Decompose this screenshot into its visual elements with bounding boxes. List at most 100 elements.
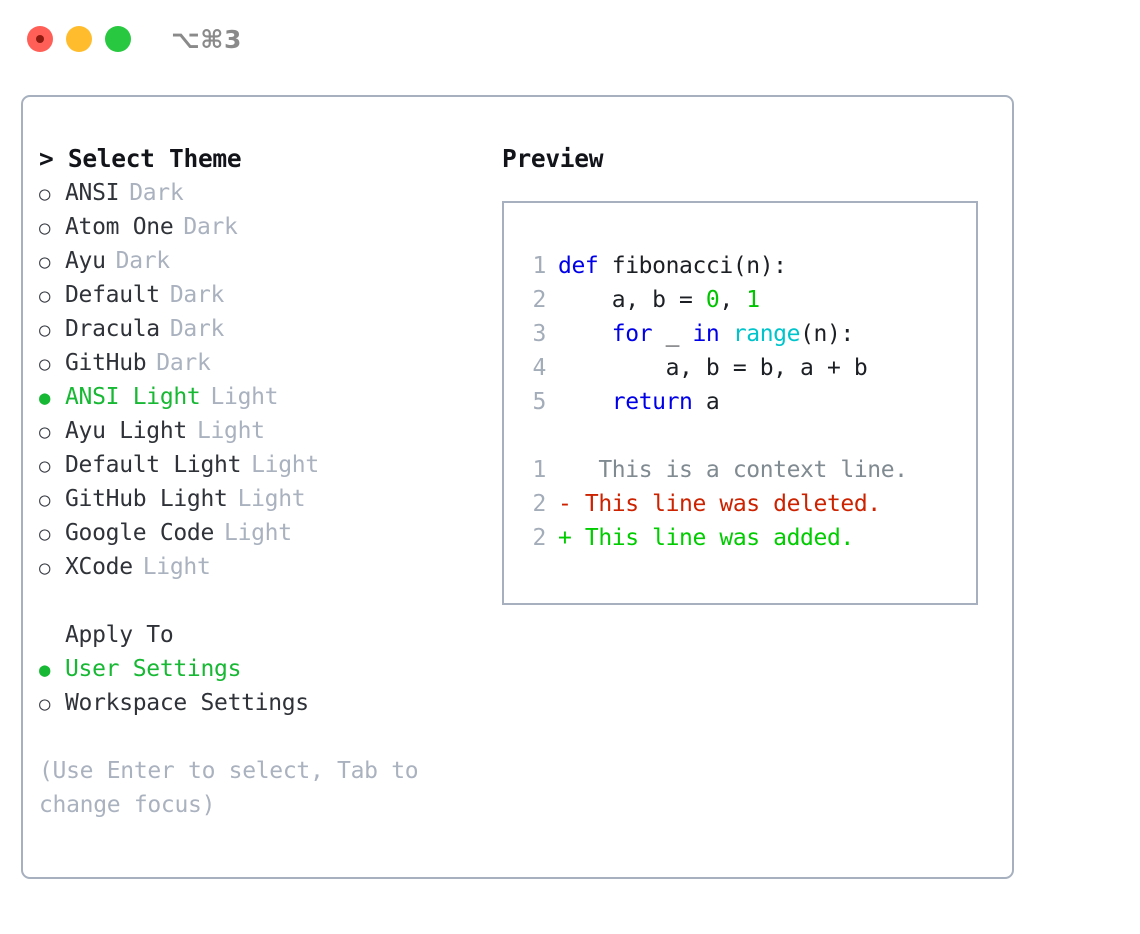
apply-option-label: Workspace Settings [65,690,309,716]
page-title: > Select Theme [39,144,242,173]
theme-item-category: Dark [183,214,238,240]
diff-marker: - [558,491,572,517]
diff-line: 2 + This line was added. [520,521,908,555]
line-number: 2 [532,287,547,313]
line-number: 5 [532,389,547,415]
theme-item-0[interactable]: ○ ANSI Dark [39,176,479,210]
line-number: 2 [532,491,547,517]
code-token: 0 [705,287,720,313]
theme-item-label: XCode [65,554,133,580]
code-line: 2 a, b = 0, 1 [520,283,908,317]
theme-item-category: Light [251,452,319,478]
theme-item-category: Light [196,418,265,444]
code-token: a, b = b, a + b [558,355,868,381]
line-number: 4 [532,355,547,381]
apply-to-list[interactable]: ● User Settings ○ Workspace Settings [39,652,479,720]
close-button[interactable] [27,26,53,52]
code-token: range [732,321,801,347]
theme-item-label: Atom One [65,214,174,240]
code-token: for [611,321,653,347]
line-number: 1 [532,253,547,279]
theme-item-8[interactable]: ○ Default Light Light [39,448,479,482]
diff-text: This line was deleted. [571,491,881,517]
apply-to-header: Apply To [65,622,174,648]
radio-unselected-icon[interactable]: ○ [39,489,51,511]
line-number: 1 [532,457,547,483]
theme-item-1[interactable]: ○ Atom One Dark [39,210,479,244]
diff-text: This line was added. [571,525,854,551]
code-token: a [692,389,720,415]
title-bar: ⌥⌘3 [0,0,1140,78]
apply-option-0[interactable]: ● User Settings [39,652,479,686]
theme-item-category: Light [142,554,211,580]
apply-option-1[interactable]: ○ Workspace Settings [39,686,479,720]
radio-unselected-icon[interactable]: ○ [39,523,51,545]
theme-item-label: ANSI [65,180,120,206]
diff-text: This is a context line. [571,457,908,483]
line-number: 2 [532,525,547,551]
code-token: fibonacci(n): [598,253,787,279]
code-token [558,321,612,347]
theme-item-label: GitHub Light [65,486,228,512]
theme-item-2[interactable]: ○ Ayu Dark [39,244,479,278]
radio-unselected-icon[interactable]: ○ [39,183,51,205]
theme-item-label: ANSI Light [65,384,201,410]
traffic-light-buttons [27,26,131,52]
theme-item-label: Default [65,282,160,308]
code-token: return [611,389,693,415]
theme-item-category: Dark [169,316,225,342]
radio-unselected-icon[interactable]: ○ [39,251,51,273]
radio-unselected-icon[interactable]: ○ [39,217,51,239]
code-token: , [719,287,747,313]
theme-item-9[interactable]: ○ GitHub Light Light [39,482,479,516]
theme-item-category: Light [237,486,306,512]
theme-item-label: Ayu [65,248,106,274]
radio-selected-icon[interactable]: ● [39,659,51,681]
radio-unselected-icon[interactable]: ○ [39,557,51,579]
minimize-button[interactable] [66,26,92,52]
theme-item-11[interactable]: ○ XCode Light [39,550,479,584]
code-blank-line [520,419,908,453]
preview-title: Preview [502,144,604,173]
code-line: 4 a, b = b, a + b [520,351,908,385]
apply-option-label: User Settings [65,656,242,682]
diff-marker: + [558,525,572,551]
maximize-button[interactable] [105,26,131,52]
theme-item-4[interactable]: ○ Dracula Dark [39,312,479,346]
theme-item-category: Dark [129,180,184,206]
code-token [558,389,612,415]
radio-unselected-icon[interactable]: ○ [39,319,51,341]
code-line: 3 for _ in range(n): [520,317,908,351]
code-line: 1 def fibonacci(n): [520,249,908,283]
keyboard-shortcut-label: ⌥⌘3 [171,24,242,54]
diff-line: 1 This is a context line. [520,453,908,487]
radio-unselected-icon[interactable]: ○ [39,693,51,715]
theme-item-3[interactable]: ○ Default Dark [39,278,479,312]
radio-unselected-icon[interactable]: ○ [39,353,51,375]
theme-item-category: Light [210,384,279,410]
radio-unselected-icon[interactable]: ○ [39,455,51,477]
radio-unselected-icon[interactable]: ○ [39,285,51,307]
keyboard-hint-text: (Use Enter to select, Tab to change focu… [39,758,419,818]
code-token: def [558,253,599,279]
code-token: (n): [800,321,854,347]
code-token: a, b = [558,287,706,313]
theme-item-label: Google Code [65,520,215,546]
radio-unselected-icon[interactable]: ○ [39,421,51,443]
theme-item-label: Default Light [65,452,242,478]
theme-item-label: GitHub [65,350,147,376]
theme-item-category: Dark [115,248,171,274]
theme-item-category: Dark [169,282,225,308]
diff-line: 2- This line was deleted. [520,487,908,521]
theme-item-label: Dracula [65,316,160,342]
radio-selected-icon[interactable]: ● [39,387,51,409]
theme-item-6[interactable]: ● ANSI Light Light [39,380,479,414]
